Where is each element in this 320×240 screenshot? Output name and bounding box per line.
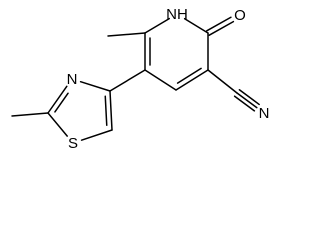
atom-label-n3: N [67, 71, 78, 88]
atom-label-n1: NH [166, 6, 188, 23]
bond-c_cn-n_cn-b [238, 89, 260, 106]
diagram-background [0, 0, 287, 155]
bond-t4-t5-inner [104, 95, 108, 127]
bonds-layer [11, 16, 260, 141]
bond-c_me6-c6 [107, 32, 146, 37]
bond-c2-o2-a [208, 20, 235, 36]
bond-c3-c4-inner [176, 67, 202, 84]
atom-labels-layer: NH O N S N [67, 6, 270, 152]
chemical-structure-diagram: NH O N S N [0, 0, 287, 155]
bond-t2-c_me2 [11, 112, 49, 117]
bond-c5-t4 [109, 69, 146, 92]
bond-n1-c2 [183, 17, 209, 34]
bond-t2-n3-main [47, 85, 68, 114]
bond-t5-s1 [80, 129, 113, 141]
bond-t4-t5-main [109, 90, 113, 131]
bond-t2-n3-inner [54, 92, 69, 113]
atom-label-o2: O [234, 7, 246, 24]
bond-s1-t2 [47, 112, 68, 137]
bond-c4-c5 [144, 69, 177, 91]
bond-c_cn-n_cn-center [236, 92, 258, 109]
atom-label-n_cn: N [259, 105, 270, 122]
atom-label-s1: S [68, 135, 78, 152]
bond-c3-c4-main [175, 69, 209, 91]
bond-c6-n1 [144, 17, 171, 34]
bond-c3-c_cn [207, 69, 238, 94]
bond-n3-t4 [79, 80, 111, 92]
bond-c_cn-n_cn-a [233, 95, 256, 112]
bond-c2-o2-b [206, 16, 232, 32]
